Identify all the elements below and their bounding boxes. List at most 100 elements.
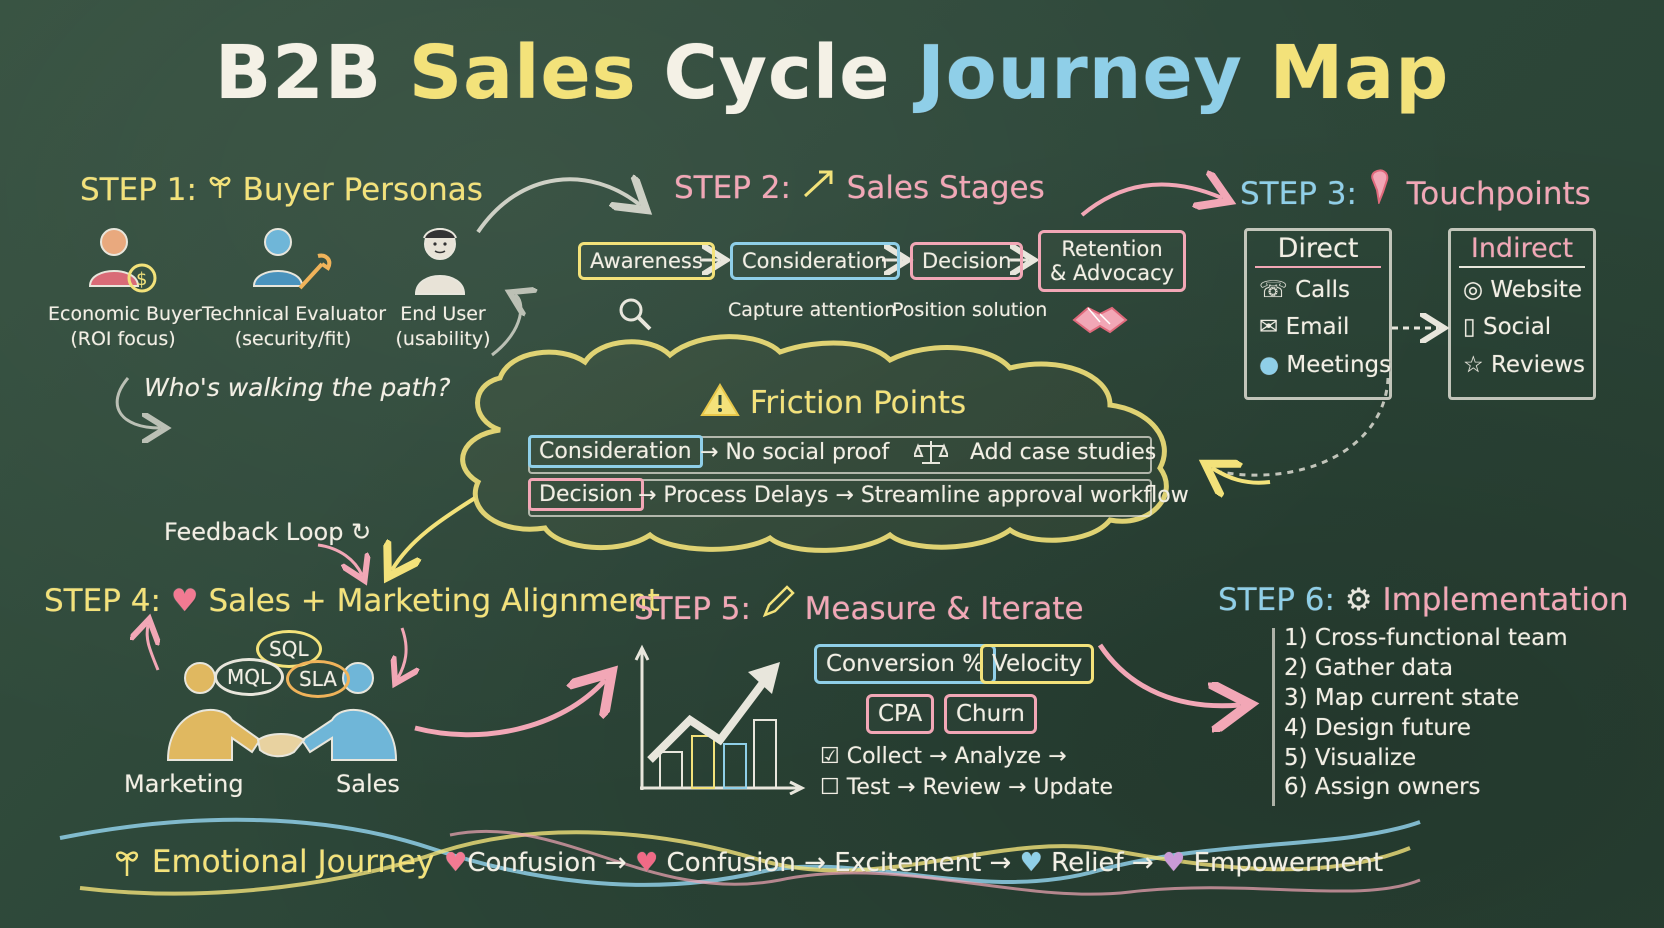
step5-label: STEP 5:	[634, 591, 751, 627]
stage-note-position: Position solution	[892, 299, 1048, 321]
step1-label: STEP 1:	[80, 172, 197, 208]
gears-icon: ⚙	[1344, 582, 1373, 618]
globe-icon: ◎	[1463, 277, 1484, 303]
metric-conversion: Conversion %	[814, 644, 997, 684]
checkbox-checked-icon: ☑	[820, 744, 840, 769]
emotional-sequence: ♥Confusion → ♥ Confusion → Excitement → …	[444, 848, 1383, 878]
touchpoint-reviews: ☆ Reviews	[1463, 347, 1593, 384]
direct-header: Direct	[1277, 233, 1359, 264]
arrow-friction-to-step4	[392, 496, 477, 570]
emotion-step: Relief →	[1051, 848, 1154, 878]
emotional-heading: Emotional Journey	[112, 840, 434, 880]
phone-device-icon: ▯	[1463, 314, 1476, 341]
implementation-item: 2) Gather data	[1284, 654, 1454, 681]
emotional-ribbon-yellow	[79, 830, 1411, 896]
step4-title: Sales + Marketing Alignment	[208, 583, 660, 619]
arrow-step1-to-step2	[476, 179, 640, 234]
arrow-up-right-icon	[801, 168, 837, 206]
heart-icon: ♥	[170, 583, 199, 619]
stage-consideration: Consideration	[730, 242, 900, 280]
warning-icon	[700, 383, 750, 421]
implementation-item: 1) Cross-functional team	[1284, 625, 1568, 651]
magnifier-icon	[616, 296, 654, 336]
chat-bubbles-icon: ●	[1259, 351, 1280, 378]
page-title: B2B Sales Cycle Journey Map	[0, 30, 1664, 116]
arrow-step2-to-step3	[1080, 185, 1222, 217]
touchpoint-label: Meetings	[1286, 351, 1392, 378]
persona-economic-buyer: Economic Buyer (ROI focus)	[48, 302, 202, 351]
metric-churn: Churn	[944, 694, 1037, 734]
step3-title: Touchpoints	[1406, 176, 1591, 212]
stage-note-capture: Capture attention	[728, 299, 897, 321]
friction-stage: Decision	[528, 478, 644, 511]
feedback-text: Feedback Loop	[164, 518, 344, 546]
heart-red-icon: ♥	[634, 848, 659, 878]
touchpoint-label: Website	[1490, 277, 1583, 303]
handshake-icon	[1070, 298, 1130, 342]
step5-heading: STEP 5: Measure & Iterate	[634, 585, 1084, 627]
arrow-step3-to-friction-head	[1212, 468, 1271, 483]
friction-fix: Add case studies	[970, 440, 1157, 465]
friction-row-1: Consideration → No social proof Add case…	[528, 435, 1156, 474]
scales-icon	[912, 438, 950, 470]
pin-icon	[1367, 168, 1397, 212]
heart-purple-icon: ♥	[1161, 848, 1186, 878]
step2-title: Sales Stages	[846, 170, 1045, 206]
arrow-step4-up	[147, 625, 158, 671]
step4-label: STEP 4:	[44, 583, 161, 619]
implementation-item: 3) Map current state	[1284, 684, 1520, 711]
step1-heading: STEP 1: Buyer Personas	[80, 168, 483, 208]
title-word: B2B	[214, 30, 383, 116]
step2-label: STEP 2:	[674, 170, 791, 206]
friction-title: Friction Points	[749, 385, 967, 421]
touchpoint-label: Reviews	[1490, 351, 1585, 378]
measure-checklist: ☑ Collect → Analyze → ☐ Test → Review → …	[820, 742, 1113, 804]
growth-chart-icon	[630, 640, 810, 796]
indirect-header: Indirect	[1470, 233, 1574, 264]
arrow-step5-to-step6	[1097, 643, 1240, 706]
arrow-question-curve	[115, 377, 160, 428]
person-wrench-icon	[246, 226, 336, 296]
emotional-title: Emotional Journey	[151, 844, 435, 880]
step4-heading: STEP 4: ♥ Sales + Marketing Alignment	[44, 583, 660, 619]
persona-name: Economic Buyer	[48, 303, 202, 325]
checklist-item-collect: ☑ Collect → Analyze →	[820, 742, 1113, 773]
direct-divider	[1255, 266, 1381, 268]
sprout-icon	[112, 844, 152, 880]
checklist-text: Test → Review → Update	[846, 774, 1114, 800]
emotional-ribbon-pink	[449, 829, 1421, 896]
checklist-item-test: ☐ Test → Review → Update	[820, 773, 1113, 804]
arrow-step3-to-friction	[1209, 377, 1390, 477]
emotion-step: Empowerment	[1193, 848, 1384, 878]
touchpoint-label: Social	[1482, 314, 1552, 341]
friction-row-2: Decision → Process Delays → Streamline a…	[528, 478, 1189, 517]
friction-cloud	[460, 334, 1169, 553]
friction-stage: Consideration	[528, 435, 703, 468]
arrow-step4-right-down	[398, 627, 406, 678]
heart-pink-icon: ♥	[444, 848, 468, 878]
indirect-list: ◎ Website ▯ Social ☆ Reviews	[1451, 272, 1593, 384]
step2-heading: STEP 2: Sales Stages	[674, 168, 1045, 206]
title-word: Journey	[917, 30, 1243, 116]
persona-note: (ROI focus)	[70, 327, 176, 350]
touchpoint-label: Calls	[1295, 277, 1350, 303]
implementation-item: 5) Visualize	[1284, 744, 1417, 771]
friction-issue: → No social proof	[700, 440, 890, 465]
people-sales: Sales	[336, 770, 400, 798]
step1-title: Buyer Personas	[242, 172, 483, 208]
persona-technical-evaluator: Technical Evaluator (security/fit)	[202, 302, 386, 351]
metric-cpa: CPA	[866, 694, 935, 734]
title-word: Cycle	[663, 30, 891, 116]
arrow-step4-to-step5	[414, 680, 605, 738]
direct-list: ☏ Calls ✉ Email ● Meetings	[1247, 272, 1392, 384]
touchpoint-website: ◎ Website	[1463, 272, 1593, 309]
stage-awareness: Awareness	[578, 242, 715, 280]
pencil-icon	[761, 585, 795, 627]
step6-rule	[1272, 628, 1275, 806]
heart-blue-icon: ♥	[1019, 848, 1043, 878]
step3-heading: STEP 3: Touchpoints	[1240, 168, 1591, 212]
emotion-step: Confusion →	[467, 848, 627, 878]
cycle-icon: ↻	[351, 518, 372, 546]
